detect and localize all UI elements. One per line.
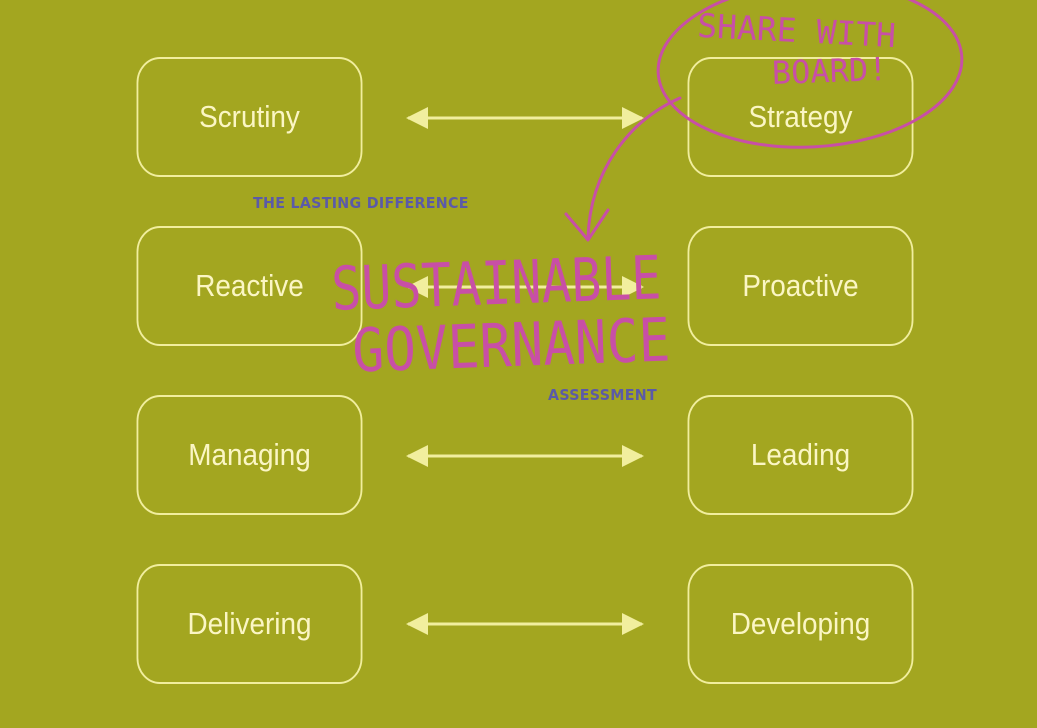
label-lasting-difference: THE LASTING DIFFERENCE	[253, 194, 469, 212]
label-assessment: ASSESSMENT	[548, 386, 657, 404]
box-label: Developing	[730, 606, 871, 641]
box-proactive: Proactive	[687, 226, 914, 346]
box-label: Reactive	[195, 268, 304, 303]
box-reactive: Reactive	[136, 226, 363, 346]
box-label: Leading	[750, 437, 851, 472]
annotation-arrow	[586, 96, 682, 240]
double-arrow-2	[406, 276, 644, 298]
double-arrow-3	[406, 445, 644, 467]
box-label: Proactive	[742, 268, 859, 303]
double-arrow-1	[406, 107, 644, 129]
overlay-line-1: SUSTAINABLE	[330, 243, 662, 324]
box-developing: Developing	[687, 564, 914, 684]
box-delivering: Delivering	[136, 564, 363, 684]
box-label: Managing	[188, 437, 311, 472]
note-line-1: SHARE WITH	[696, 6, 896, 55]
box-managing: Managing	[136, 395, 363, 515]
box-label: Scrutiny	[199, 99, 300, 134]
box-strategy: Strategy	[687, 57, 914, 177]
annotation-arrowhead-icon	[564, 208, 610, 242]
box-leading: Leading	[687, 395, 914, 515]
box-label: Delivering	[187, 606, 312, 641]
box-label: Strategy	[748, 99, 853, 134]
double-arrow-4	[406, 613, 644, 635]
box-scrutiny: Scrutiny	[136, 57, 363, 177]
overlay-line-2: GOVERNANCE	[351, 305, 671, 386]
